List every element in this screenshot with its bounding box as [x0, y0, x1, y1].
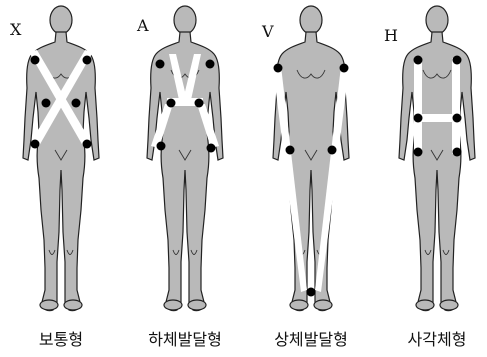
marker-hip-left: [414, 148, 423, 157]
marker-hip-right: [328, 146, 337, 155]
marker-waist-left: [167, 99, 176, 108]
marker-waist-right: [195, 99, 204, 108]
figure-a-caption: 하체발달형: [124, 326, 246, 350]
figure-v-letter: V: [262, 22, 274, 41]
marker-waist-right: [72, 99, 81, 108]
figure-x-caption: 보통형: [0, 326, 122, 350]
marker-hip-left: [31, 140, 40, 149]
marker-feet: [307, 288, 316, 297]
marker-shoulder-left: [414, 56, 423, 65]
marker-shoulder-left: [31, 56, 40, 65]
figure-h: [399, 6, 475, 311]
marker-hip-right: [207, 144, 216, 153]
marker-shoulder-left: [274, 64, 283, 73]
marker-shoulder-left: [156, 60, 165, 69]
marker-shoulder-right: [340, 64, 349, 73]
marker-hip-left: [157, 142, 166, 151]
figure-a: [147, 6, 223, 311]
figure-x-letter: X: [10, 20, 21, 39]
marker-shoulder-right: [83, 56, 92, 65]
marker-waist-right: [453, 114, 462, 123]
marker-shoulder-right: [453, 56, 462, 65]
marker-hip-left: [286, 146, 295, 155]
figure-h-letter: H: [384, 26, 398, 45]
figure-x: [23, 6, 99, 311]
figure-a-letter: A: [137, 16, 149, 35]
figure-h-caption: 사각체형: [376, 326, 487, 350]
marker-hip-right: [83, 140, 92, 149]
figure-v: [273, 6, 349, 311]
marker-hip-right: [453, 148, 462, 157]
marker-waist-left: [414, 114, 423, 123]
marker-waist-left: [42, 99, 51, 108]
marker-shoulder-right: [206, 60, 215, 69]
figure-v-caption: 상체발달형: [250, 326, 372, 350]
